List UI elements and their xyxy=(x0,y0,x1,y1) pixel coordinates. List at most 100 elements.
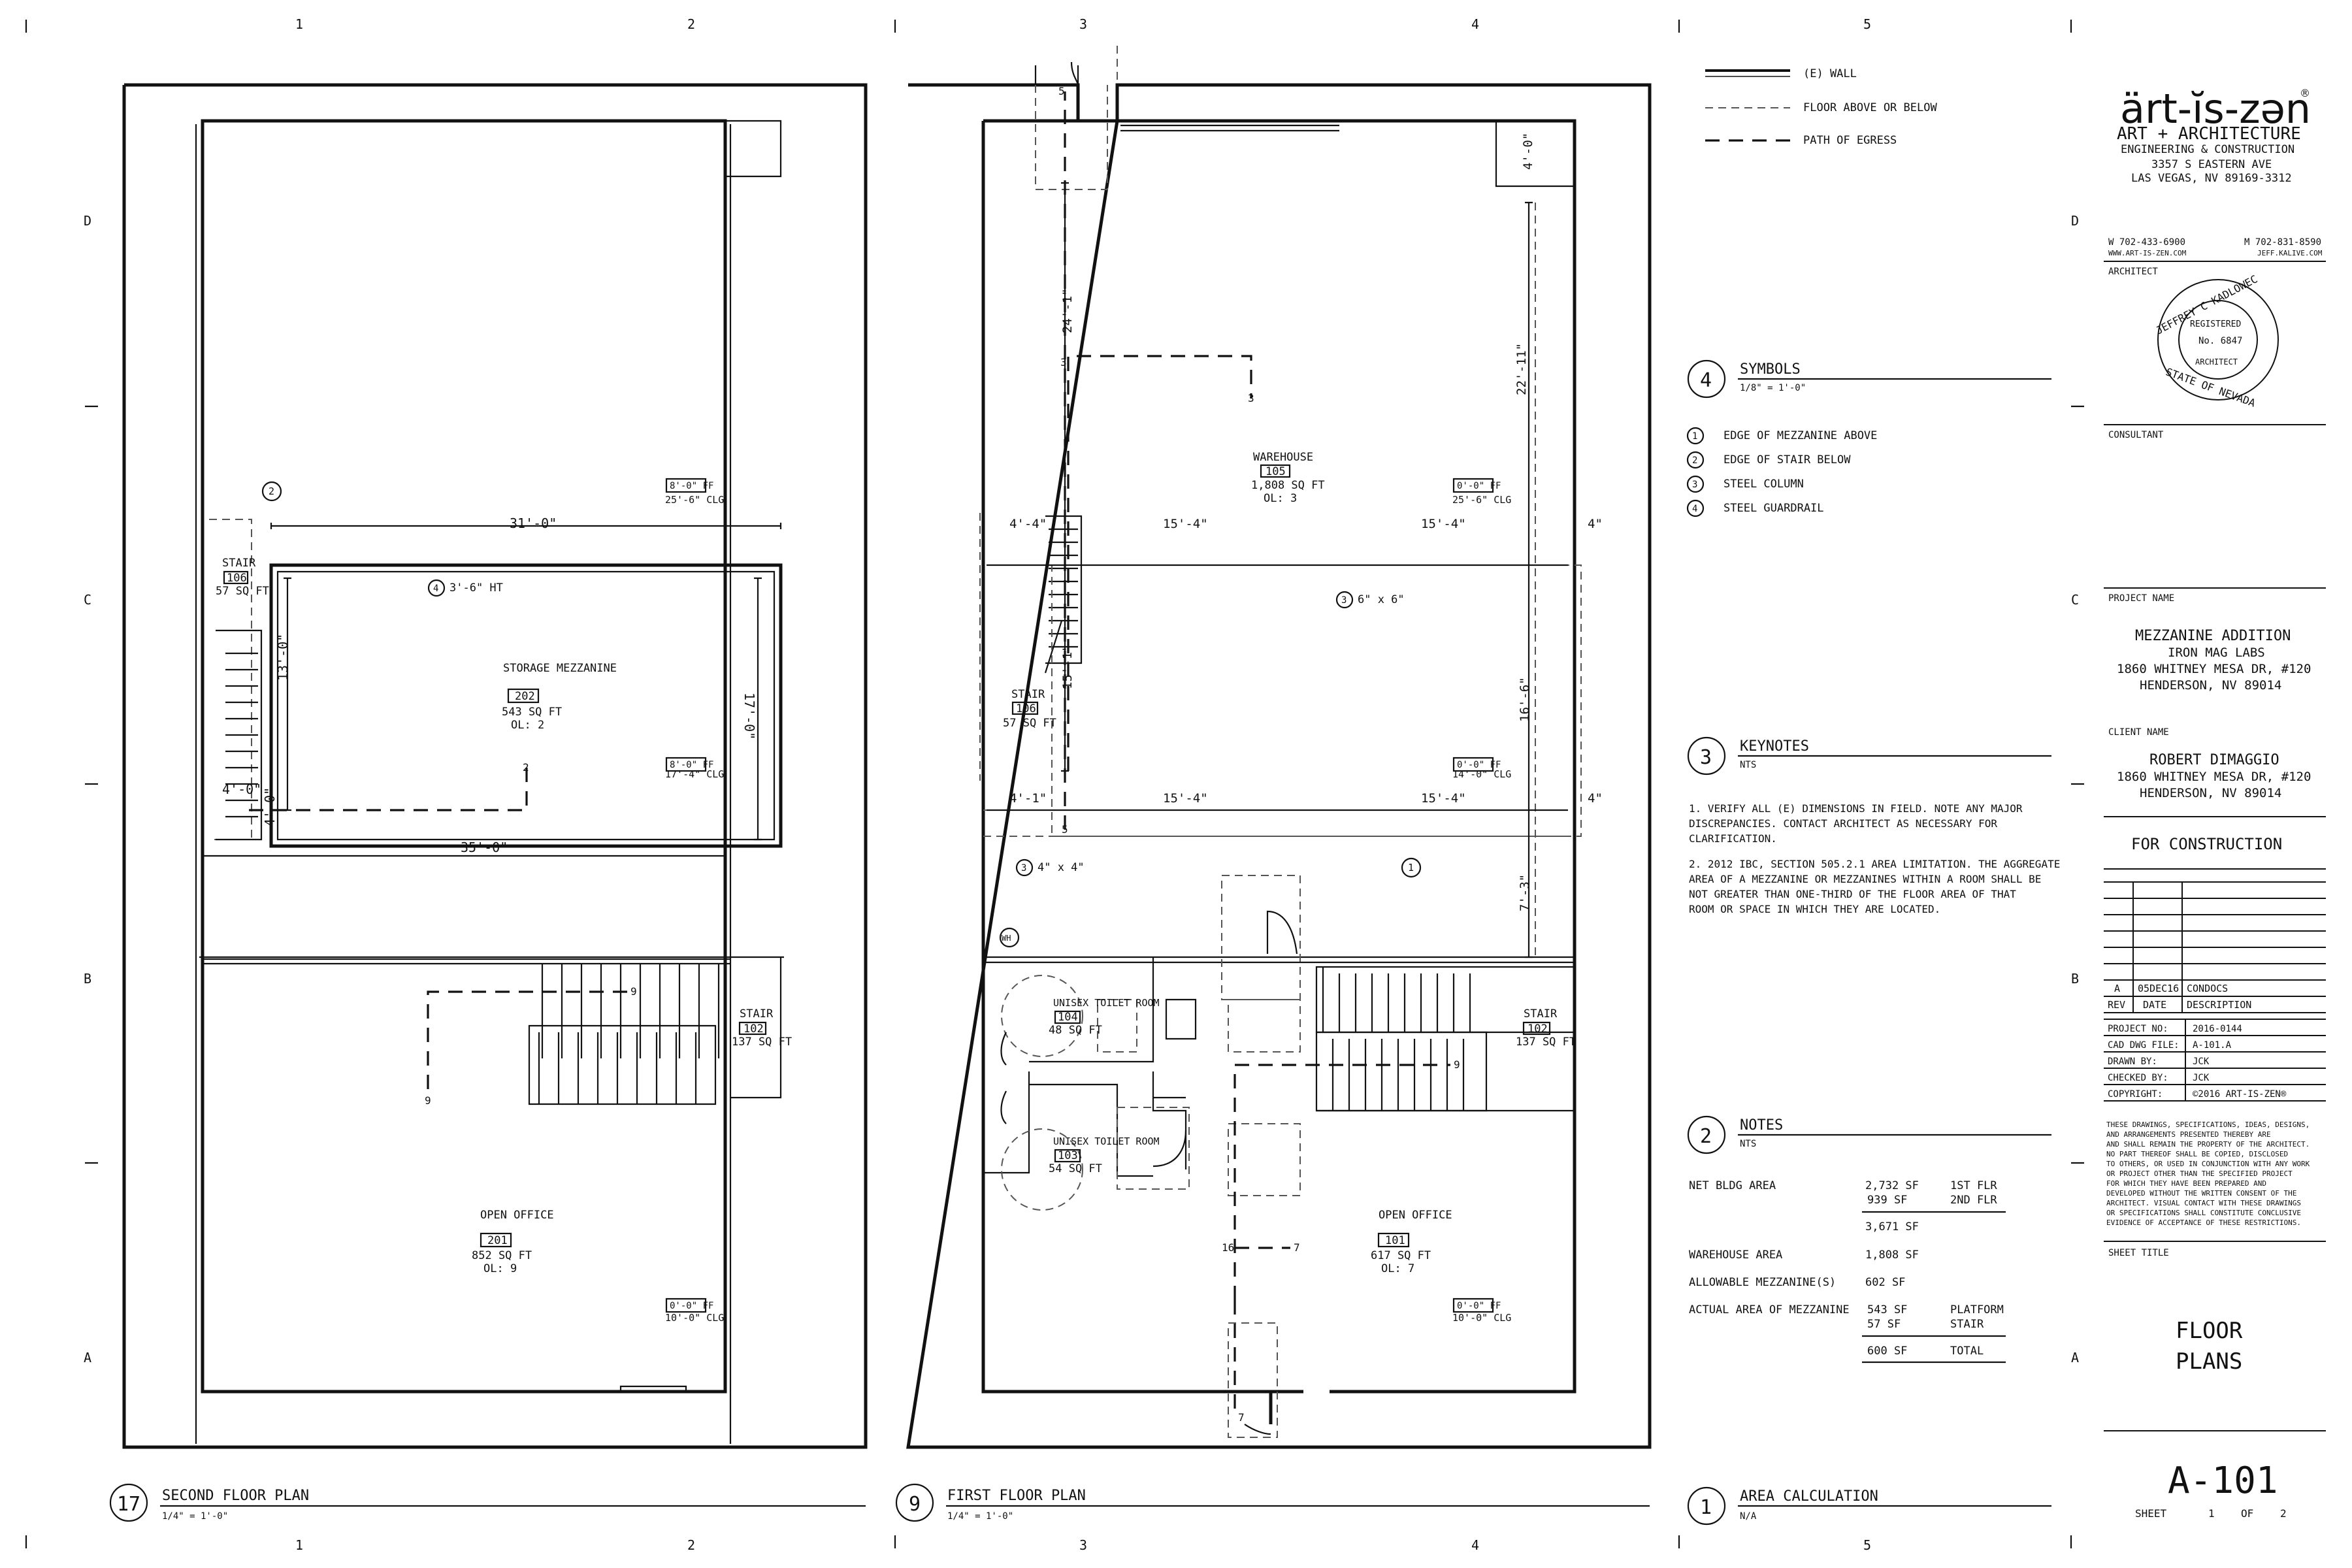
firm-email: JEFF.KALIVE.COM xyxy=(2257,249,2323,257)
architect-label: ARCHITECT xyxy=(2108,267,2158,277)
first-ceiling-clg-2: 14'-0" CLG xyxy=(1452,768,1511,780)
room-106-first-name: STAIR xyxy=(1011,688,1045,701)
area-calculation-title: 1 AREA CALCULATION N/A xyxy=(1687,1486,2051,1526)
info-checked-by-key: CHECKED BY: xyxy=(2108,1073,2168,1083)
room-201-name: OPEN OFFICE xyxy=(480,1209,554,1222)
client-line-3: HENDERSON, NV 89014 xyxy=(2140,786,2281,800)
symbols-scale: 1/8" = 1'-0" xyxy=(1740,383,1806,393)
column-size-4x4: 4" x 4" xyxy=(1037,861,1085,874)
grid-col-1-bottom: 1 xyxy=(295,1537,303,1553)
first-floor-title-block: 9 FIRST FLOOR PLAN 1/4" = 1'-0" xyxy=(895,1483,1650,1522)
first-floor-plan-number: 9 xyxy=(909,1493,921,1516)
dim-4-0-a: 4'-0" xyxy=(222,781,261,797)
stamp-architect: ARCHITECT xyxy=(2195,357,2238,367)
firm-logo-registered: ® xyxy=(2300,87,2310,99)
dim-24-1: 24'-1" xyxy=(1060,288,1075,333)
egress-label-2: 2 xyxy=(523,761,529,774)
notes-row-5-v1: 543 SF xyxy=(1867,1303,1907,1316)
dim-4-in-b: 4" xyxy=(1588,791,1603,806)
ceiling-clg-1: 25'-6" CLG xyxy=(665,494,724,506)
notes-number: 2 xyxy=(1700,1125,1712,1148)
firm-line-1: ART + ARCHITECTURE xyxy=(2117,124,2301,144)
project-line-1: MEZZANINE ADDITION xyxy=(2135,628,2291,644)
firm-logo: ärt-ĭs-zən xyxy=(2120,85,2311,133)
project-name-label: PROJECT NAME xyxy=(2108,593,2174,604)
revision-description: CONDOCS xyxy=(2187,983,2228,994)
notes-row-3-v1: 1,808 SF xyxy=(1865,1249,1919,1262)
project-line-4: HENDERSON, NV 89014 xyxy=(2140,678,2281,693)
egress-label-5-top: 5 xyxy=(1058,85,1065,97)
notes-row-2-v1: 3,671 SF xyxy=(1865,1220,1919,1233)
room-201-ol: OL: 9 xyxy=(483,1262,517,1275)
notes-row-1-label: NET BLDG AREA xyxy=(1689,1179,1776,1192)
room-106-area: 57 SQ FT xyxy=(216,585,269,598)
disclaimer-line-1: THESE DRAWINGS, SPECIFICATIONS, IDEAS, D… xyxy=(2106,1120,2310,1129)
dim-7-3: 7'-3" xyxy=(1518,874,1532,911)
project-line-3: 1860 WHITNEY MESA DR, #120 xyxy=(2117,662,2311,676)
dim-4-0-b: 4'-0" xyxy=(262,787,278,826)
disclaimer-line-6: OR PROJECT OTHER THAN THE SPECIFIED PROJ… xyxy=(2106,1169,2293,1178)
second-floor-plan: 17 SECOND FLOOR PLAN 1/4" = 1'-0" STAIR … xyxy=(109,83,868,1522)
dim-15-4-d: 15'-4" xyxy=(1421,791,1466,806)
room-103-name: UNISEX TOILET ROOM xyxy=(1053,1135,1160,1147)
client-name-label: CLIENT NAME xyxy=(2108,727,2169,738)
room-104-area: 48 SQ FT xyxy=(1049,1024,1102,1037)
second-floor-plan-scale: 1/4" = 1'-0" xyxy=(162,1511,228,1522)
notes-row-5-d1: PLATFORM xyxy=(1950,1303,2004,1316)
sheet-title-label: SHEET TITLE xyxy=(2108,1248,2169,1258)
firm-address-2: LAS VEGAS, NV 89169-3312 xyxy=(2131,172,2292,185)
dim-15-4-c: 15'-4" xyxy=(1163,791,1208,806)
stamp-number: No. 6847 xyxy=(2198,336,2242,346)
grid-col-2-top: 2 xyxy=(687,16,695,32)
revision-header-description: DESCRIPTION xyxy=(2187,999,2251,1011)
second-floor-plan-title: SECOND FLOOR PLAN xyxy=(162,1488,309,1504)
room-105-area: 1,808 SQ FT xyxy=(1251,479,1325,492)
symbol-1-number: 1 xyxy=(1692,431,1697,442)
room-106-first-number: 106 xyxy=(1016,702,1036,715)
firm-phone-m: M 702-831-8590 xyxy=(2244,237,2321,248)
room-202-ol: OL: 2 xyxy=(511,719,544,732)
grid-col-1-top: 1 xyxy=(295,16,303,32)
notes-row-1-d2: 2ND FLR xyxy=(1950,1194,1997,1207)
grid-row-c-left: C xyxy=(84,592,91,608)
notes-row-1-d1: 1ST FLR xyxy=(1950,1179,1997,1192)
info-project-no-key: PROJECT NO: xyxy=(2108,1024,2168,1034)
disclaimer: THESE DRAWINGS, SPECIFICATIONS, IDEAS, D… xyxy=(2106,1120,2310,1227)
grid-col-2-bottom: 2 xyxy=(687,1537,695,1553)
room-202-name: STORAGE MEZZANINE xyxy=(503,662,617,675)
legend: (E) WALL FLOOR ABOVE OR BELOW PATH OF EG… xyxy=(1705,67,1937,147)
grid-col-3-top: 3 xyxy=(1079,16,1087,32)
ceiling-tag-3: 0'-0" FF xyxy=(670,1301,713,1311)
dim-15-1: 15'-1" xyxy=(1060,644,1075,689)
column-tag-a: 3 xyxy=(1341,595,1347,606)
first-floor-plan-scale: 1/4" = 1'-0" xyxy=(947,1511,1013,1522)
sheet-of-num: 1 xyxy=(2208,1507,2215,1520)
room-101-name: OPEN OFFICE xyxy=(1379,1209,1452,1222)
symbol-3-number: 3 xyxy=(1692,480,1697,490)
disclaimer-line-5: TO OTHERS, OR USED IN CONJUNCTION WITH A… xyxy=(2106,1160,2310,1168)
egress-label-3a: 3 xyxy=(1060,356,1067,368)
dim-22-11: 22'-11" xyxy=(1514,343,1529,395)
room-106-first-area: 57 SQ FT xyxy=(1003,717,1056,730)
grid-col-4-bottom: 4 xyxy=(1471,1537,1479,1553)
egress-label-9b: 9 xyxy=(425,1094,431,1107)
symbols-title: SYMBOLS xyxy=(1740,361,1801,378)
info-drawn-by-value: JCK xyxy=(2193,1056,2210,1067)
first-ceiling-tag-2: 0'-0" FF xyxy=(1457,760,1501,770)
dim-4-1: 4'-1" xyxy=(1009,791,1047,806)
revision-rev: A xyxy=(2114,983,2120,994)
first-ceiling-tag-1: 0'-0" FF xyxy=(1457,481,1501,491)
first-ceiling-tag-3: 0'-0" FF xyxy=(1457,1301,1501,1311)
notes-row-6-d1: TOTAL xyxy=(1950,1345,1984,1358)
architect-stamp: JEFFREY C KADLOWEC REGISTERED No. 6847 A… xyxy=(2153,272,2279,410)
sheet-number: A-101 xyxy=(2168,1460,2278,1502)
keynote-2-line-3: NOT GREATER THAN ONE-THIRD OF THE FLOOR … xyxy=(1689,888,2016,900)
keynotes-panel: 3 KEYNOTES NTS 1. VERIFY ALL (E) DIMENSI… xyxy=(1687,736,2060,915)
revision-header-rev: REV xyxy=(2108,999,2125,1011)
notes-panel: 2 NOTES NTS NET BLDG AREA 2,732 SF 939 S… xyxy=(1687,1115,2051,1364)
dim-35-0: 35'-0" xyxy=(461,840,508,855)
grid-row-a-left: A xyxy=(84,1350,91,1365)
construction-status: FOR CONSTRUCTION xyxy=(2131,835,2282,853)
room-201-number: 201 xyxy=(487,1234,508,1247)
